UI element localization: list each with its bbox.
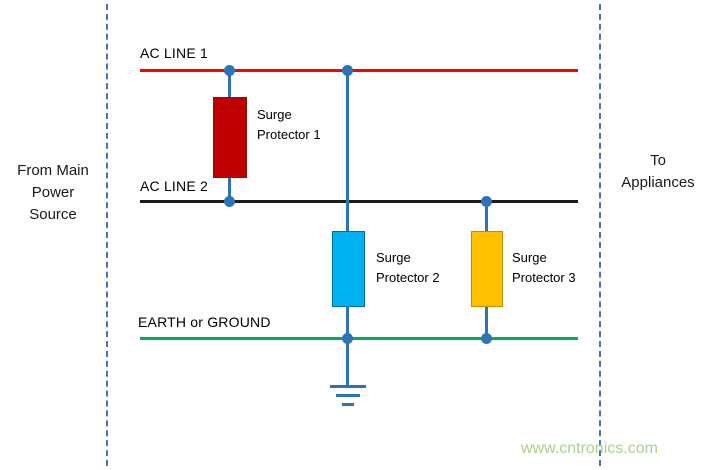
appliance-boundary-dashed-line xyxy=(599,4,601,466)
surge-protector-2-connector-wire xyxy=(346,70,349,385)
surge-protector-3-label: Surge Protector 3 xyxy=(512,250,576,285)
watermark-text: www.cntronics.com xyxy=(521,440,658,457)
ground-symbol-bar-top xyxy=(330,385,366,388)
ground-symbol-bar-bottom xyxy=(342,403,354,406)
ac-line-2-label: AC LINE 2 xyxy=(140,178,208,194)
source-boundary-dashed-line xyxy=(106,4,108,466)
connection-dot-sp1-ac2 xyxy=(224,196,235,207)
from-main-power-source-label: From Main Power Source xyxy=(17,162,89,223)
surge-protector-2-body xyxy=(332,231,365,307)
connection-dot-sp2-earth xyxy=(342,333,353,344)
to-appliances-label: To Appliances xyxy=(621,152,695,191)
connection-dot-sp2-ac1 xyxy=(342,65,353,76)
earth-ground-label: EARTH or GROUND xyxy=(138,314,271,330)
surge-protector-1-body xyxy=(213,97,247,178)
ac-line-2-wire xyxy=(140,200,578,203)
ground-symbol-bar-middle xyxy=(336,394,360,397)
connection-dot-sp3-earth xyxy=(481,333,492,344)
surge-protector-1-label: Surge Protector 1 xyxy=(257,107,321,142)
surge-protector-2-label: Surge Protector 2 xyxy=(376,250,440,285)
surge-protector-3-body xyxy=(471,231,503,307)
connection-dot-sp1-ac1 xyxy=(224,65,235,76)
earth-ground-wire xyxy=(140,337,578,340)
connection-dot-sp3-ac2 xyxy=(481,196,492,207)
ac-line-1-wire xyxy=(140,69,578,72)
ac-line-1-label: AC LINE 1 xyxy=(140,45,208,61)
